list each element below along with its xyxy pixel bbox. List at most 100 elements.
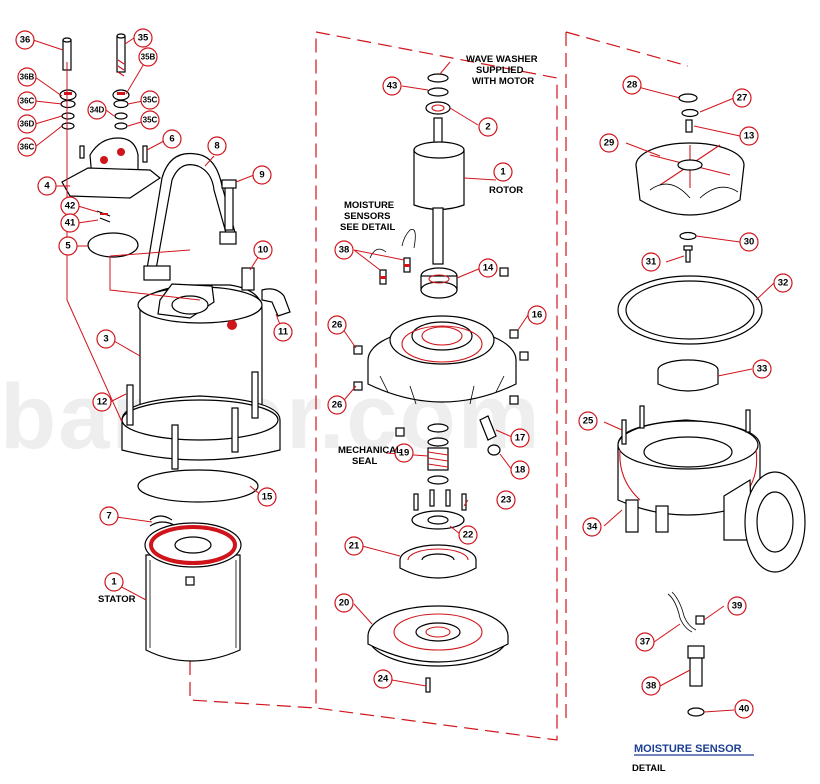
callout-36c: 36C bbox=[17, 91, 37, 111]
plug-17-18 bbox=[479, 415, 501, 456]
callout-14: 14 bbox=[478, 258, 498, 278]
svg-text:8: 8 bbox=[214, 141, 219, 152]
svg-text:37: 37 bbox=[640, 637, 651, 648]
svg-text:30: 30 bbox=[744, 237, 755, 248]
callout-42: 42 bbox=[60, 196, 80, 216]
svg-text:11: 11 bbox=[278, 327, 289, 338]
moisture-sensor-detail bbox=[667, 591, 705, 717]
wear-plate-21 bbox=[399, 544, 477, 579]
svg-text:33: 33 bbox=[757, 364, 768, 375]
svg-text:2: 2 bbox=[485, 122, 490, 133]
wires-7 bbox=[149, 515, 177, 527]
svg-text:ROTOR: ROTOR bbox=[489, 185, 523, 196]
callout-12: 12 bbox=[92, 392, 112, 412]
svg-text:1: 1 bbox=[111, 577, 117, 588]
callout-35c: 35C bbox=[140, 90, 160, 110]
svg-text:5: 5 bbox=[65, 241, 71, 252]
callout-25: 25 bbox=[578, 411, 598, 431]
svg-text:41: 41 bbox=[65, 218, 76, 229]
bolt-9 bbox=[221, 179, 237, 231]
svg-text:36: 36 bbox=[20, 35, 31, 46]
callout-3: 3 bbox=[96, 329, 116, 349]
bearing-14 bbox=[420, 267, 458, 299]
nuts-26 bbox=[353, 267, 529, 437]
svg-text:WAVE WASHER: WAVE WASHER bbox=[466, 54, 538, 65]
callout-38-center: 38 bbox=[334, 240, 354, 260]
svg-text:39: 39 bbox=[732, 601, 743, 612]
rotor bbox=[413, 117, 465, 265]
dashed-frame-center bbox=[315, 31, 558, 741]
callout-41: 41 bbox=[60, 213, 80, 233]
svg-text:36B: 36B bbox=[20, 73, 35, 82]
svg-text:10: 10 bbox=[258, 245, 269, 256]
bolt-36 bbox=[62, 37, 72, 78]
callout-36b: 36B bbox=[17, 67, 37, 87]
callout-34: 34 bbox=[582, 517, 602, 537]
callout-15: 15 bbox=[257, 487, 277, 507]
moisture-sensor-leads bbox=[369, 229, 416, 285]
callout-10: 10 bbox=[253, 240, 273, 260]
svg-text:9: 9 bbox=[259, 170, 264, 181]
callout-38-detail: 38 bbox=[641, 676, 661, 696]
wear-ring-33 bbox=[657, 359, 719, 392]
callout-7: 7 bbox=[99, 506, 119, 526]
svg-text:DETAIL: DETAIL bbox=[632, 763, 666, 774]
svg-text:35C: 35C bbox=[143, 96, 158, 105]
callout-11: 11 bbox=[273, 322, 293, 342]
svg-text:38: 38 bbox=[646, 681, 657, 692]
callout-28: 28 bbox=[622, 75, 642, 95]
svg-text:42: 42 bbox=[65, 201, 76, 212]
label-mechanical-seal: MECHANICAL SEAL bbox=[338, 445, 402, 467]
mechanical-seal bbox=[427, 423, 449, 485]
impeller-29 bbox=[635, 142, 745, 216]
svg-text:14: 14 bbox=[483, 263, 494, 274]
callout-9: 9 bbox=[252, 165, 272, 185]
svg-text:3: 3 bbox=[103, 334, 108, 345]
svg-text:23: 23 bbox=[501, 495, 512, 506]
svg-text:MOISTURE SENSOR: MOISTURE SENSOR bbox=[634, 743, 742, 755]
svg-text:MOISTURE: MOISTURE bbox=[344, 200, 394, 211]
svg-text:35: 35 bbox=[138, 33, 149, 44]
svg-text:SENSORS: SENSORS bbox=[344, 211, 390, 222]
label-wave-washer: WAVE WASHER SUPPLIED WITH MOTOR bbox=[466, 54, 538, 87]
stator bbox=[144, 522, 242, 662]
svg-text:36C: 36C bbox=[20, 97, 35, 106]
cable-cap bbox=[61, 137, 162, 199]
callout-43: 43 bbox=[382, 76, 402, 96]
svg-text:28: 28 bbox=[627, 80, 638, 91]
svg-text:34D: 34D bbox=[90, 106, 105, 115]
motor-housing bbox=[121, 283, 281, 470]
callout-21: 21 bbox=[344, 536, 364, 556]
o-ring-5 bbox=[87, 232, 139, 258]
callout-31: 31 bbox=[641, 252, 661, 272]
washer-30-bolt-31 bbox=[679, 231, 697, 263]
svg-text:43: 43 bbox=[387, 81, 398, 92]
svg-text:1: 1 bbox=[500, 167, 506, 178]
bolt-35 bbox=[116, 33, 126, 77]
callout-36d: 36D bbox=[17, 114, 37, 134]
callout-19: 19 bbox=[394, 443, 414, 463]
svg-text:WITH MOTOR: WITH MOTOR bbox=[472, 76, 534, 87]
volute-34 bbox=[617, 405, 806, 573]
impeller-hardware bbox=[678, 93, 699, 133]
svg-text:27: 27 bbox=[737, 93, 748, 104]
callout-20: 20 bbox=[334, 593, 354, 613]
callout-23: 23 bbox=[496, 490, 516, 510]
washer-stack-36 bbox=[59, 89, 77, 130]
callout-29: 29 bbox=[599, 133, 619, 153]
gasket-15 bbox=[137, 469, 259, 503]
washer-stack-35 bbox=[112, 89, 130, 130]
svg-text:SEAL: SEAL bbox=[352, 456, 378, 467]
callout-36: 36 bbox=[15, 30, 35, 50]
svg-text:17: 17 bbox=[515, 433, 526, 444]
svg-text:31: 31 bbox=[646, 257, 657, 268]
svg-text:7: 7 bbox=[106, 511, 111, 522]
callout-34d: 34D bbox=[87, 100, 107, 120]
svg-text:MECHANICAL: MECHANICAL bbox=[338, 445, 402, 456]
svg-text:35C: 35C bbox=[143, 116, 158, 125]
dashed-frame-right bbox=[189, 31, 689, 718]
svg-text:38: 38 bbox=[339, 245, 350, 256]
svg-text:25: 25 bbox=[583, 416, 594, 427]
svg-text:18: 18 bbox=[515, 465, 526, 476]
svg-text:SEE DETAIL: SEE DETAIL bbox=[340, 222, 395, 233]
